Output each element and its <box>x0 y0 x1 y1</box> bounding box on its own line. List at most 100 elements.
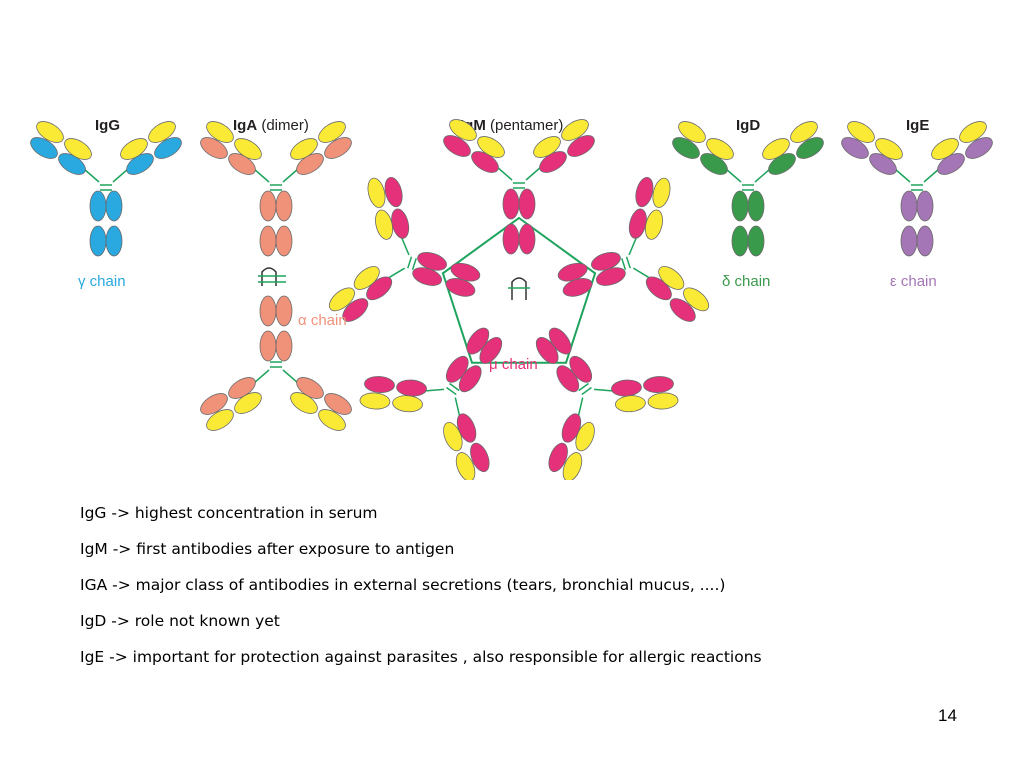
iga-molecule-bottom-heavy-domain <box>324 393 352 415</box>
igg-molecule <box>30 121 182 257</box>
iga-molecule-bottom-hinge <box>253 369 270 384</box>
igg-molecule-heavy-domain <box>154 137 182 159</box>
igm-monomer-4-heavy-domain <box>364 376 395 393</box>
igm-monomer-2-heavy-domain <box>669 298 696 322</box>
igm-monomer-3-fc-domain <box>556 365 580 393</box>
ige-molecule-light-domain <box>959 121 987 143</box>
note-igm: IgM -> first antibodies after exposure t… <box>80 540 455 558</box>
ige-molecule-light-domain <box>875 138 903 160</box>
igm-monomer-1-heavy-domain <box>443 135 471 157</box>
igd-molecule-light-domain <box>678 121 706 143</box>
iga-molecule-bottom <box>200 295 352 431</box>
igm-monomer-3-fc-domain <box>535 337 559 364</box>
igg-molecule-fc-domain <box>89 225 107 257</box>
iga-molecule-bottom-light-domain <box>290 392 318 414</box>
igm-monomer-5-light-domain <box>367 177 386 208</box>
iga-molecule-bottom-light-domain <box>206 409 234 431</box>
igm-monomer-2-light-domain <box>658 266 685 290</box>
igm-monomer-1-heavy-domain <box>567 135 595 157</box>
igd-molecule <box>672 121 824 257</box>
igd-molecule-hinge <box>725 168 742 183</box>
igm-monomer-2 <box>557 176 710 322</box>
ige-molecule <box>841 121 993 257</box>
igg-molecule-fc-domain <box>89 190 107 222</box>
igm-monomer-4 <box>359 327 503 480</box>
igg-molecule-heavy-domain <box>30 137 58 159</box>
iga-molecule-top-light-domain <box>234 138 262 160</box>
igm-monomer-2-light-domain <box>644 209 663 240</box>
iga-j-chain <box>258 267 286 286</box>
igg-molecule-hinge <box>112 168 129 183</box>
igg-molecule-light-domain <box>148 121 176 143</box>
ige-molecule-heavy-domain <box>841 137 869 159</box>
igd-molecule-heavy-domain <box>796 137 824 159</box>
igm-monomer-3-light-domain <box>647 392 679 410</box>
iga-molecule-top-light-domain <box>206 121 234 143</box>
iga-molecule-top-hinge <box>253 168 270 183</box>
igm-monomer-1-light-domain <box>477 136 505 158</box>
igd-molecule-fc-domain <box>731 190 749 222</box>
iga-molecule-top-fc-domain <box>275 225 293 257</box>
igm-monomer-3-heavy-domain <box>548 442 568 473</box>
igm-monomer-4-hinge <box>454 397 461 418</box>
iga-molecule-bottom-fc-domain <box>259 295 277 327</box>
igm-monomer-5-light-domain <box>353 266 380 290</box>
ige-molecule-fc-domain <box>916 190 934 222</box>
igm-monomer-3-heavy-domain <box>643 376 674 393</box>
igm-monomer-1-fc-domain <box>502 223 520 255</box>
igm-chain-label: μ chain <box>489 356 538 373</box>
iga-molecule-top-heavy-domain <box>324 137 352 159</box>
igm-monomer-5-fc-domain <box>450 262 481 282</box>
iga-molecule-bottom-hinge <box>282 369 299 384</box>
iga-title: IgA (dimer) <box>233 117 309 134</box>
igm-monomer-1-fc-domain <box>502 188 520 220</box>
igm-j-chain <box>508 277 530 300</box>
igm-monomer-5-hinge <box>387 267 405 280</box>
igm-monomer-5-fc-domain <box>417 252 447 271</box>
igm-monomer-5-heavy-domain <box>384 176 403 208</box>
igm-monomer-5-heavy-domain <box>342 298 369 322</box>
igd-molecule-light-domain <box>790 121 818 143</box>
ige-molecule-heavy-domain <box>965 137 993 159</box>
igd-title: IgD <box>736 117 760 134</box>
igm-monomer-5 <box>328 176 481 322</box>
iga-molecule-top-hinge <box>282 168 299 183</box>
igm-monomer-5-hinge <box>411 258 417 270</box>
antibody-classes-diagram: IgG IgA (dimer) IgM (pentamer) IgD IgE γ… <box>30 117 993 480</box>
igm-monomer-4-fc-domain <box>466 327 490 355</box>
igd-molecule-fc-domain <box>747 225 765 257</box>
antibody-notes-list: IgG -> highest concentration in serum Ig… <box>80 500 762 680</box>
igm-monomer-4-light-domain <box>359 392 391 410</box>
igm-monomer-2-light-domain <box>683 287 710 312</box>
ige-molecule-fc-domain <box>900 225 918 257</box>
igm-monomer-2-light-domain <box>652 177 671 208</box>
antibody-molecules <box>30 119 993 480</box>
iga-molecule-bottom-light-domain <box>318 409 346 431</box>
igg-molecule-light-domain <box>120 138 148 160</box>
igd-molecule-hinge <box>754 168 771 183</box>
ige-molecule-hinge <box>923 168 940 183</box>
note-ige: IgE -> important for protection against … <box>80 648 762 666</box>
igm-monomer-1-light-domain <box>561 119 589 141</box>
igm-monomer-4-heavy-domain <box>470 442 490 473</box>
iga-molecule-bottom-fc-domain <box>275 330 293 362</box>
igm-monomer-2-hinge <box>621 258 627 270</box>
igm-monomer-1-light-domain <box>533 136 561 158</box>
igg-chain-label: γ chain <box>78 273 126 290</box>
igm-monomer-1-fc-domain <box>518 223 536 255</box>
igm-monomer-1-hinge <box>525 166 542 181</box>
ige-molecule-light-domain <box>931 138 959 160</box>
ige-molecule-light-domain <box>847 121 875 143</box>
igm-monomer-3-hinge <box>578 382 589 392</box>
igd-molecule-fc-domain <box>731 225 749 257</box>
igm-monomer-2-fc-domain <box>562 278 593 297</box>
igd-molecule-light-domain <box>762 138 790 160</box>
igm-monomer-3 <box>535 327 679 480</box>
igm-monomer-5-light-domain <box>328 287 355 312</box>
igm-monomer-4-hinge <box>446 386 457 396</box>
iga-molecule-top-fc-domain <box>259 190 277 222</box>
igm-monomer-4-hinge <box>449 382 460 392</box>
ige-chain-label: ε chain <box>890 273 937 290</box>
igg-molecule-hinge <box>83 168 100 183</box>
igm-monomer-5-hinge <box>407 256 413 269</box>
